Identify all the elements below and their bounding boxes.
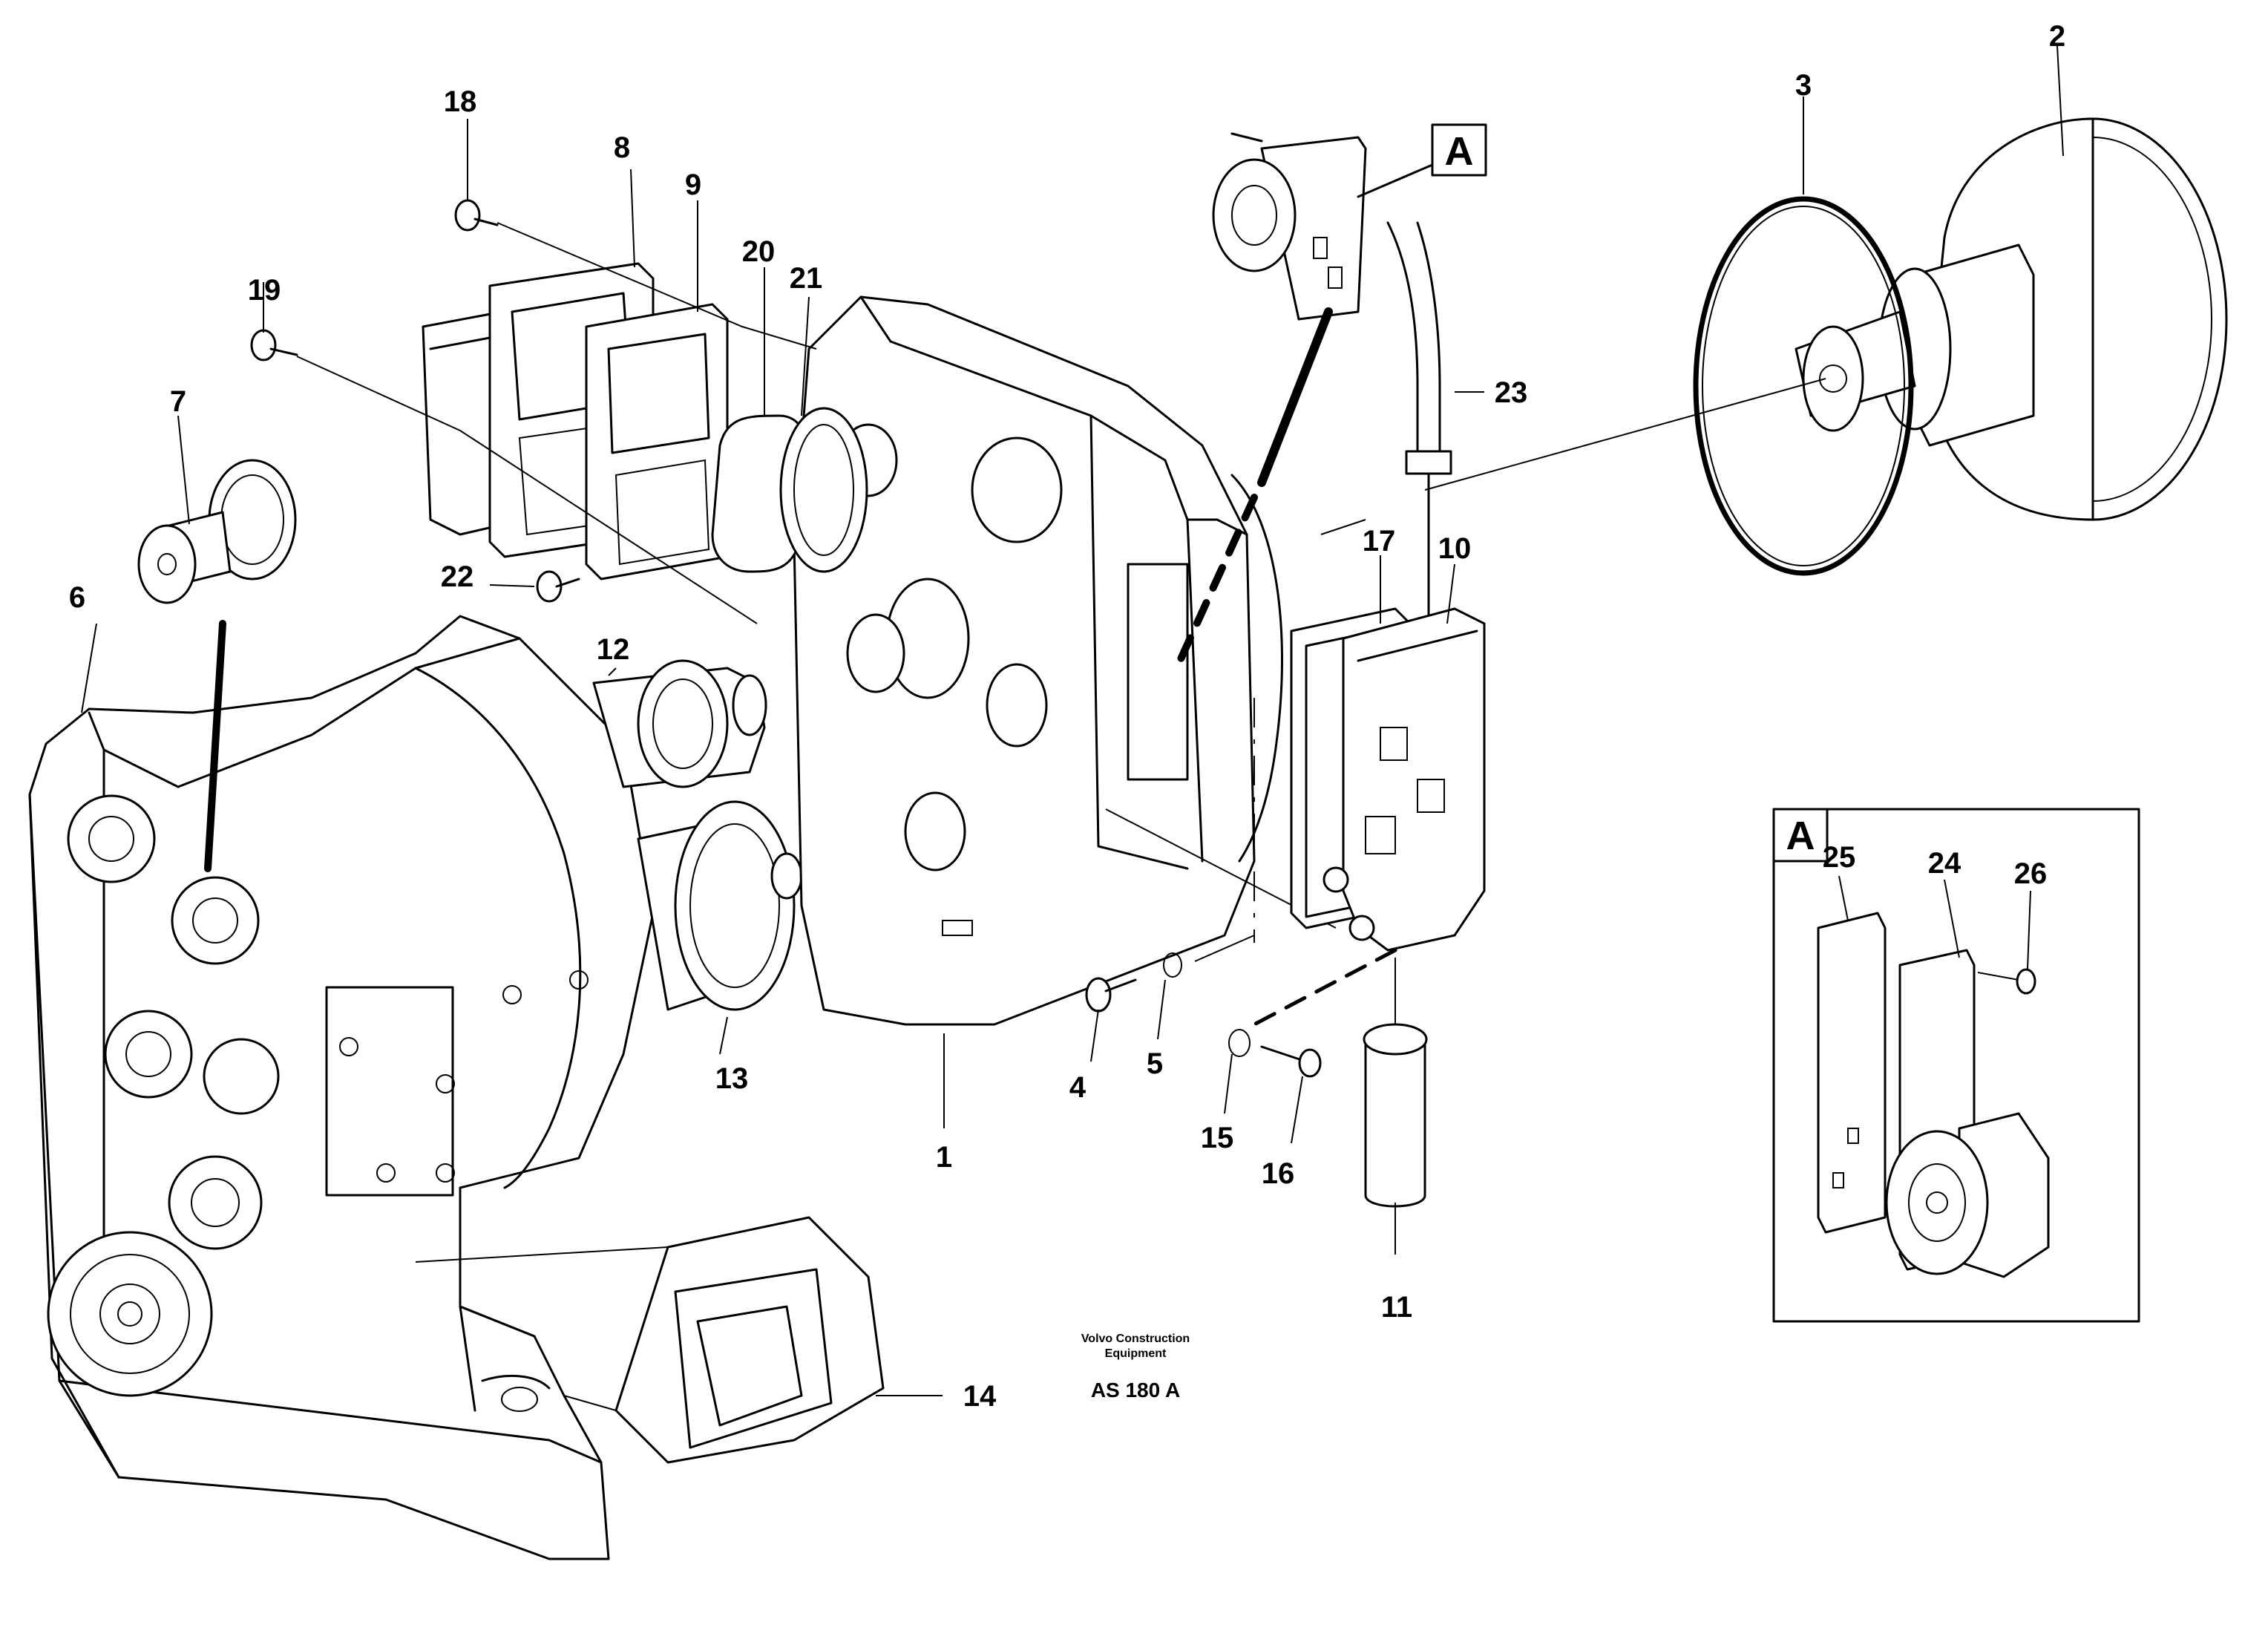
label-5: 5 [1147, 1047, 1163, 1080]
callout-a-letter: A [1445, 129, 1474, 174]
label-26: 26 [2014, 857, 2048, 890]
label-22: 22 [441, 560, 474, 593]
gear-13 [637, 800, 803, 1011]
credit-line-1: Volvo Construction [1081, 1333, 1190, 1345]
label-16: 16 [1262, 1157, 1295, 1190]
torque-converter-2 [1795, 117, 2228, 521]
label-24: 24 [1928, 847, 1961, 880]
label-25: 25 [1823, 841, 1856, 874]
fasteners [250, 199, 1322, 1078]
bracket-14 [415, 1216, 885, 1464]
label-3: 3 [1795, 69, 1812, 102]
shaft-7-alignment-bar [204, 620, 226, 872]
label-8: 8 [614, 131, 630, 164]
transmission-housing [28, 615, 655, 1560]
label-9: 9 [685, 169, 701, 201]
label-18: 18 [444, 85, 477, 118]
label-12: 12 [597, 633, 630, 666]
label-4: 4 [1069, 1071, 1087, 1104]
detail-a-box: A [1772, 808, 2140, 1323]
label-23: 23 [1495, 376, 1528, 409]
label-1: 1 [936, 1141, 952, 1174]
oil-filter-11 [1363, 958, 1428, 1208]
figure-credit: Volvo Construction Equipment AS 180 A [1081, 1333, 1190, 1402]
label-10: 10 [1438, 532, 1472, 565]
shaft-gear-12 [592, 659, 767, 788]
o-ring-3 [1693, 196, 1914, 576]
label-11: 11 [1381, 1291, 1412, 1324]
leader-lines [81, 45, 2064, 1396]
seal-ring-21 [779, 407, 868, 573]
label-19: 19 [248, 274, 281, 307]
label-21: 21 [790, 262, 823, 295]
label-14: 14 [963, 1380, 997, 1413]
valve-body-10 [1252, 607, 1486, 1027]
label-7: 7 [170, 385, 186, 418]
oil-pump-assembly [1176, 132, 1367, 664]
label-15: 15 [1201, 1122, 1234, 1154]
callout-a: A [1357, 123, 1487, 198]
label-6: 6 [69, 581, 85, 614]
plate-9 [585, 303, 729, 581]
credit-line-2: Equipment [1105, 1347, 1167, 1360]
label-17: 17 [1363, 525, 1396, 557]
figure-code: AS 180 A [1091, 1379, 1180, 1402]
label-20: 20 [742, 235, 776, 268]
part-number-labels: 1 2 3 4 5 6 7 8 9 10 11 12 13 14 15 16 1… [69, 20, 2065, 1413]
label-2: 2 [2049, 20, 2065, 53]
hose-23 [1386, 221, 1452, 618]
detail-a-letter: A [1786, 814, 1815, 858]
housing-plate-1 [793, 295, 1337, 1026]
shaft-7 [137, 459, 297, 604]
label-13: 13 [715, 1062, 749, 1095]
assembly-lines [296, 222, 1826, 962]
